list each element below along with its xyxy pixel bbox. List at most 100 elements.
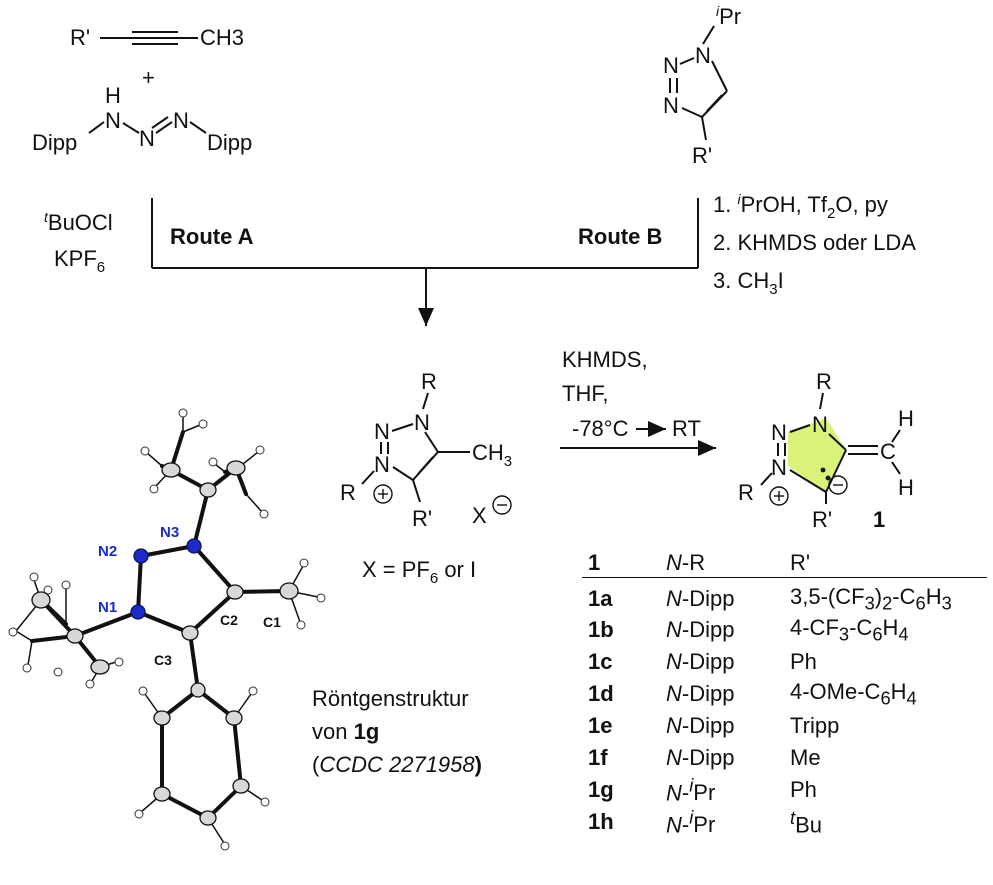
xray-label-c2: C2 bbox=[220, 612, 238, 628]
salt-r-top: R bbox=[421, 369, 437, 394]
table-row: 1e N-Dipp Tripp bbox=[582, 710, 987, 742]
product-number: 1 bbox=[873, 507, 885, 532]
product-n2: N bbox=[771, 420, 787, 445]
product-plus-charge-icon bbox=[769, 486, 789, 506]
salt-n3: N bbox=[374, 452, 390, 477]
salt-plus-charge-icon bbox=[373, 484, 393, 504]
header-compound: 1 bbox=[582, 548, 666, 578]
row-n-substituent: N-Dipp bbox=[666, 713, 735, 739]
table-header-row: 1 N-R R' bbox=[582, 548, 987, 578]
alkyne-r-prime: R' bbox=[70, 25, 90, 50]
salt-n1: N bbox=[414, 410, 430, 435]
conditions-line2: THF, bbox=[562, 381, 608, 406]
row-r-prime: Ph bbox=[790, 649, 817, 675]
row-n-substituent: N-Dipp bbox=[666, 617, 735, 643]
product-r-top: R bbox=[816, 369, 832, 394]
triazene-n1: N bbox=[105, 108, 121, 133]
row-r-prime: tBu bbox=[790, 806, 823, 838]
row-n-substituent: N-iPr bbox=[666, 806, 716, 838]
table-row: 1b N-Dipp 4-CF3-C6H4 bbox=[582, 614, 987, 646]
table-row: 1f N-Dipp Me bbox=[582, 742, 987, 774]
xray-label-c3: C3 bbox=[154, 652, 172, 668]
header-n-substituent: N-R bbox=[666, 548, 790, 578]
table-row: 1a N-Dipp 3,5-(CF3)2-C6H3 bbox=[582, 578, 987, 615]
table-row: 1h N-iPr tBu bbox=[582, 806, 987, 838]
product-h-bottom: H bbox=[898, 475, 914, 500]
salt-r-prime: R' bbox=[412, 506, 432, 531]
triazole-start-structure: iPr N N N R' bbox=[663, 3, 741, 168]
caption-line3: (CCDC 2271958) bbox=[312, 752, 482, 777]
route-b-step3: 3. CH3I bbox=[713, 268, 784, 298]
triazene-dipp-right: Dipp bbox=[207, 130, 252, 155]
row-n-substituent: N-Dipp bbox=[666, 681, 735, 707]
conditions-line1: KHMDS, bbox=[562, 347, 648, 372]
table-row: 1d N-Dipp 4-OMe-C6H4 bbox=[582, 678, 987, 710]
row-r-prime: 3,5-(CF3)2-C6H3 bbox=[790, 584, 952, 614]
product-n3: N bbox=[771, 455, 787, 480]
row-compound-id: 1c bbox=[588, 649, 613, 675]
xray-label-n3: N3 bbox=[160, 524, 179, 541]
salt-methyl: CH3 bbox=[472, 440, 512, 470]
row-compound-id: 1d bbox=[588, 681, 614, 707]
salt-minus-charge-icon bbox=[492, 495, 512, 515]
route-a-label: Route A bbox=[170, 224, 254, 249]
triazene-dipp-left: Dipp bbox=[32, 130, 77, 155]
route-b-step1: 1. iPrOH, Tf2O, py bbox=[713, 191, 888, 222]
triazole-r-prime: R' bbox=[692, 143, 712, 168]
xray-label-n1: N1 bbox=[98, 599, 117, 616]
row-n-substituent: N-Dipp bbox=[666, 586, 735, 612]
salt-n2: N bbox=[374, 419, 390, 444]
xray-label-n2: N2 bbox=[98, 543, 117, 560]
alkyne-structure: R' CH3 bbox=[70, 25, 244, 50]
table-row: 1c N-Dipp Ph bbox=[582, 646, 987, 678]
route-b-label: Route B bbox=[578, 224, 662, 249]
row-compound-id: 1h bbox=[588, 809, 614, 835]
triazene-h: H bbox=[105, 83, 121, 108]
row-n-substituent: N-Dipp bbox=[666, 745, 735, 771]
table-row: 1g N-iPr Ph bbox=[582, 774, 987, 806]
row-r-prime: 4-CF3-C6H4 bbox=[790, 615, 909, 645]
triazolium-salt-structure: R N N N CH3 R R' X bbox=[340, 369, 512, 531]
route-a-reagent1: tBuOCl bbox=[44, 209, 113, 235]
route-b-step2: 2. KHMDS oder LDA bbox=[713, 230, 916, 255]
row-r-prime: Ph bbox=[790, 777, 817, 803]
triazole-n3: N bbox=[663, 93, 679, 118]
route-bracket bbox=[151, 198, 699, 326]
row-n-substituent: N-Dipp bbox=[666, 649, 735, 675]
xray-structure: N2 N3 N1 C2 C1 C3 bbox=[8, 408, 326, 851]
route-a-reagent2: KPF6 bbox=[54, 246, 105, 276]
row-compound-id: 1g bbox=[588, 777, 614, 803]
product-r-n3: R bbox=[738, 480, 754, 505]
triazole-ipr: iPr bbox=[716, 3, 741, 29]
counterion-definition: X = PF6 or I bbox=[362, 557, 476, 587]
row-r-prime: Me bbox=[790, 745, 821, 771]
triazole-n1: N bbox=[695, 43, 711, 68]
row-compound-id: 1b bbox=[588, 617, 614, 643]
conditions-temp-end: RT bbox=[672, 416, 701, 441]
product-h-top: H bbox=[898, 406, 914, 431]
header-r-prime: R' bbox=[790, 548, 987, 578]
caption-line2: von 1g bbox=[312, 719, 380, 744]
xray-caption: Röntgenstruktur von 1g (CCDC 2271958) bbox=[312, 682, 482, 781]
row-compound-id: 1a bbox=[588, 586, 613, 612]
alkyne-methyl: CH3 bbox=[200, 25, 244, 50]
triazene-structure: H N N N Dipp Dipp bbox=[32, 83, 252, 155]
salt-counterion-x: X bbox=[472, 503, 487, 528]
row-r-prime: 4-OMe-C6H4 bbox=[790, 679, 917, 709]
xray-label-c1: C1 bbox=[263, 614, 281, 630]
row-r-prime: Tripp bbox=[790, 713, 840, 739]
product-r-prime: R' bbox=[812, 507, 832, 532]
plus-sign: + bbox=[142, 65, 155, 90]
triazene-n2: N bbox=[139, 126, 155, 151]
triazene-n3: N bbox=[173, 108, 189, 133]
triazole-n2: N bbox=[663, 53, 679, 78]
row-n-substituent: N-iPr bbox=[666, 774, 716, 806]
caption-line1: Röntgenstruktur bbox=[312, 686, 469, 711]
row-compound-id: 1f bbox=[588, 745, 608, 771]
salt-r-n3: R bbox=[340, 480, 356, 505]
product-minus-charge-icon bbox=[828, 475, 848, 495]
product-n1: N bbox=[812, 412, 828, 437]
row-compound-id: 1e bbox=[588, 713, 613, 739]
